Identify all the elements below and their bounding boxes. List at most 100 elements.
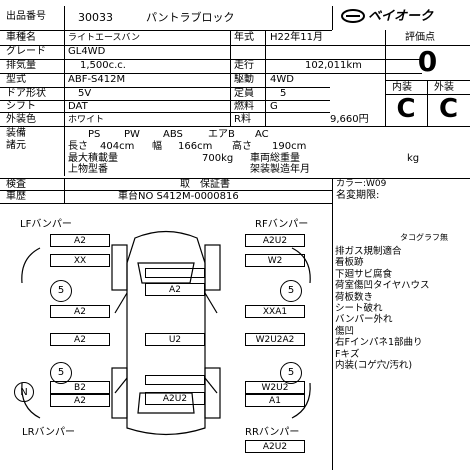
lr-bumper-label: LRバンパー	[22, 427, 76, 438]
width-label: 幅	[152, 141, 162, 152]
damage-left-door-front: A2	[50, 305, 110, 318]
left-rear-wheel: 5	[50, 362, 72, 384]
doors: 5V	[78, 88, 92, 99]
inspection-value: 取 保証書	[180, 179, 230, 190]
gross-weight-unit: kg	[407, 153, 420, 164]
year: H22年11月	[270, 32, 323, 43]
logo-mark-icon	[341, 9, 365, 23]
height: 190cm	[272, 141, 307, 152]
specs-label: 諸元	[6, 140, 26, 151]
damage-hood: A2	[145, 283, 205, 296]
note-line: 荷板数き	[335, 291, 374, 303]
color-label: 外装色	[6, 114, 36, 125]
displacement: 1,500c.c.	[80, 60, 126, 71]
car-name: ライトエースバン	[68, 33, 141, 43]
note-line: Fキズ	[335, 348, 360, 360]
rf-bumper-label: RFバンパー	[255, 219, 309, 230]
length-label: 長さ	[68, 141, 88, 152]
body-type: パントラブロック	[146, 11, 235, 24]
note-line: バンパー外れ	[335, 314, 393, 326]
model: ABF-S412M	[68, 74, 126, 85]
shift-label: シフト	[6, 101, 36, 112]
max-load: 700kg	[202, 153, 234, 164]
note-line: 下廻サビ腐食	[335, 268, 393, 280]
mileage-label: 走行	[234, 60, 254, 71]
note-line: 右Fインパネ1部曲り	[335, 337, 423, 349]
shift: DAT	[68, 101, 88, 112]
equip-pw: PW	[124, 129, 140, 140]
inspection-label: 検査	[6, 179, 26, 190]
damage-left-door-rear: A2	[50, 333, 110, 346]
grade: GL4WD	[68, 46, 106, 57]
damage-right-quarter-2: A1	[245, 394, 305, 407]
max-load-label: 最大積載量	[68, 153, 118, 164]
color: ホワイト	[68, 115, 105, 125]
tacho-note: タコグラフ無	[400, 233, 448, 242]
n-mark: N	[14, 382, 34, 402]
mileage: 102,011km	[305, 60, 362, 71]
chassis-number: 車台NO S412M-0000816	[118, 191, 239, 202]
equipment-label: 装備	[6, 128, 26, 139]
bayauc-logo: ベイオーク	[340, 8, 433, 24]
right-rear-wheel: 5	[280, 362, 302, 384]
gross-weight-label: 車両総重量	[250, 153, 300, 164]
fuel-label: 燃料	[234, 101, 254, 112]
car-name-label: 車種名	[6, 32, 36, 43]
tax-label: R料	[234, 114, 251, 125]
capacity-label: 定員	[234, 88, 254, 99]
rating-score: 0	[417, 45, 438, 78]
damage-left-quarter: B2	[50, 381, 110, 394]
note-line: 傷凹	[335, 325, 355, 337]
width: 166cm	[178, 141, 213, 152]
color-code: カラー:W09	[336, 179, 387, 189]
damage-roof: U2	[145, 333, 205, 346]
damage-front-left: A2	[50, 234, 110, 247]
damage-left-fender: XX	[50, 254, 110, 267]
damage-left-quarter-2: A2	[50, 394, 110, 407]
damage-front-right: A2U2	[245, 234, 305, 247]
note-line: 看板跡	[335, 257, 364, 269]
upper-label: 上物型番	[68, 164, 108, 175]
damage-right-door-rear: W2U2A2	[245, 333, 305, 346]
left-front-wheel: 5	[50, 280, 72, 302]
capacity: 5	[280, 88, 287, 99]
damage-rear: A2U2	[145, 392, 205, 405]
equip-abs: ABS	[163, 129, 183, 140]
history-label: 車歴	[6, 191, 26, 202]
exterior-grade: C	[438, 94, 459, 124]
displacement-label: 排気量	[6, 60, 36, 71]
rating-label: 評価点	[405, 32, 435, 43]
note-line: 荷室傷凹タイヤハウス	[335, 280, 430, 292]
interior-grade: C	[396, 94, 416, 124]
damage-right-door-front: XXA1	[245, 305, 305, 318]
lf-bumper-label: LFバンパー	[20, 219, 72, 230]
name-change-label: 名変期限:	[336, 190, 380, 201]
damage-right-fender: W2	[245, 254, 305, 267]
rear-slot	[145, 375, 205, 385]
lot-number: 30033	[78, 11, 113, 24]
damage-rr-bumper: A2U2	[245, 440, 305, 453]
doors-label: ドア形状	[6, 88, 46, 99]
logo-text: ベイオーク	[368, 8, 434, 24]
length: 404cm	[100, 141, 135, 152]
equip-ac: AC	[255, 129, 269, 140]
fuel: G	[270, 101, 278, 112]
drive-label: 駆動	[234, 74, 254, 85]
damage-right-quarter: W2U2	[245, 381, 305, 394]
note-line: 排ガス規制適合	[335, 246, 402, 257]
note-line: 内装(コゲ穴/汚れ)	[335, 360, 413, 372]
rr-bumper-label: RRバンパー	[245, 427, 300, 438]
interior-label: 内装	[392, 82, 412, 93]
notes-list: 排ガス規制適合 看板跡 下廻サビ腐食 荷室傷凹タイヤハウス 荷板数き シート破れ…	[335, 246, 430, 371]
right-front-wheel: 5	[280, 280, 302, 302]
height-label: 高さ	[232, 141, 252, 152]
grade-label: グレード	[6, 46, 46, 57]
hood-slot	[145, 268, 205, 278]
equip-ps: PS	[88, 129, 101, 140]
year-label: 年式	[234, 32, 254, 43]
model-label: 型式	[6, 74, 26, 85]
note-line: シート破れ	[335, 303, 383, 315]
drive: 4WD	[270, 74, 294, 85]
tax: 9,660円	[330, 114, 369, 125]
mfg-label: 架装製造年月	[250, 164, 310, 175]
